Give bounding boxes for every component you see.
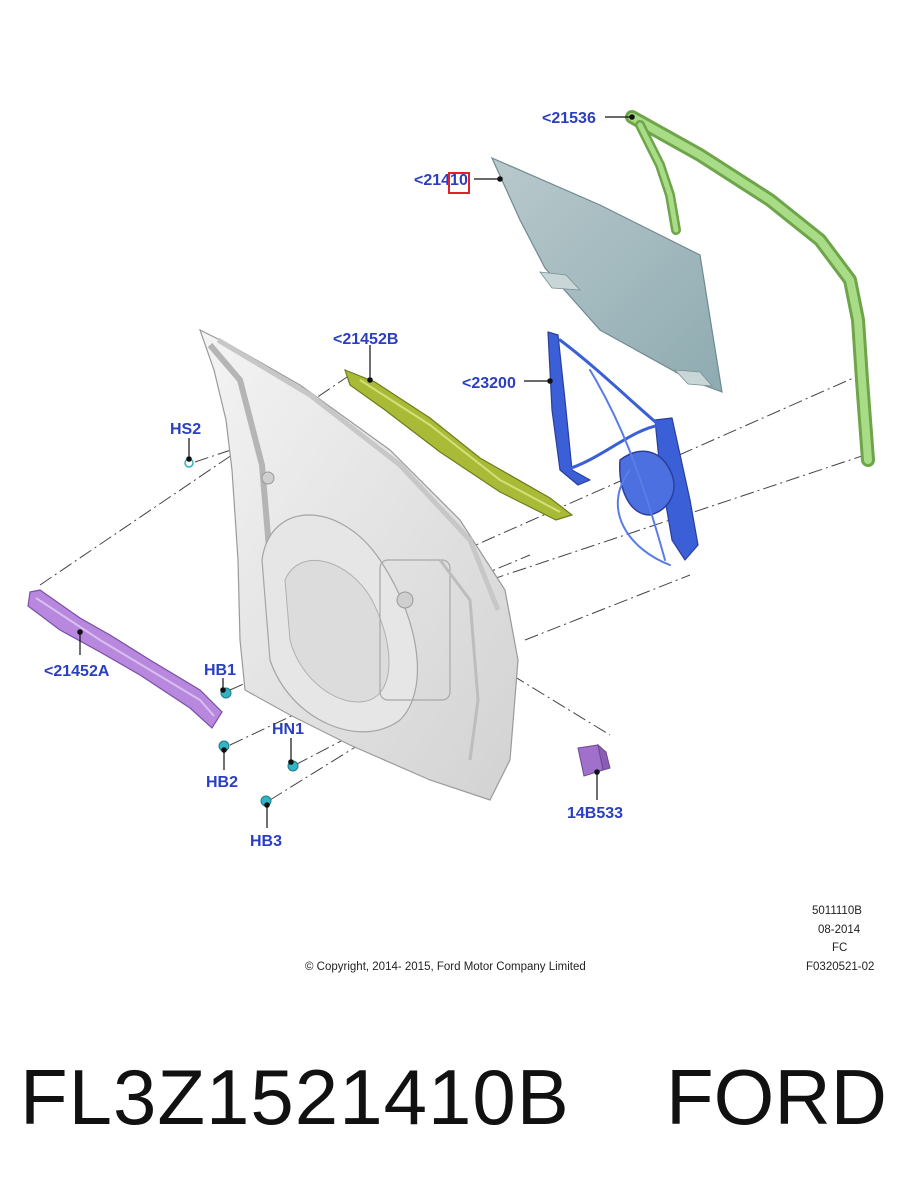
door-module bbox=[577, 743, 611, 777]
label-hb1: HB1 bbox=[204, 662, 236, 679]
drawing-region: FC bbox=[832, 942, 847, 954]
figure-number: F0320521-02 bbox=[806, 961, 874, 973]
drawing-date: 08-2014 bbox=[818, 924, 861, 936]
highlight-box bbox=[448, 172, 470, 194]
lower-belt-weatherstrip bbox=[27, 589, 223, 729]
copyright-notice: © Copyright, 2014- 2015, Ford Motor Comp… bbox=[305, 961, 586, 973]
drawing-code: 5011110B bbox=[812, 905, 862, 917]
label-21452b: <21452B bbox=[333, 331, 398, 348]
label-hb3: HB3 bbox=[250, 833, 282, 850]
label-21410: <21410 bbox=[414, 172, 468, 189]
label-hs2: HS2 bbox=[170, 421, 201, 438]
label-hb2: HB2 bbox=[206, 774, 238, 791]
part-number: FL3Z1521410B bbox=[20, 1053, 570, 1141]
door-inner-panel bbox=[198, 328, 519, 801]
belt-weatherstrip-outer bbox=[344, 368, 574, 521]
door-glass bbox=[490, 156, 723, 393]
label-hn1: HN1 bbox=[272, 721, 304, 738]
label-21536: <21536 bbox=[542, 110, 596, 127]
exploded-parts-diagram: <21536 <21410 <21452B <23200 HS2 <21452A… bbox=[27, 110, 875, 973]
label-23200: <23200 bbox=[462, 375, 516, 392]
window-regulator bbox=[547, 331, 699, 566]
glass-run-channel bbox=[625, 110, 875, 467]
label-14b533: 14B533 bbox=[567, 805, 623, 822]
leader-lines bbox=[77, 114, 635, 828]
brand-name: FORD bbox=[666, 1053, 887, 1141]
label-21452a: <21452A bbox=[44, 663, 110, 680]
